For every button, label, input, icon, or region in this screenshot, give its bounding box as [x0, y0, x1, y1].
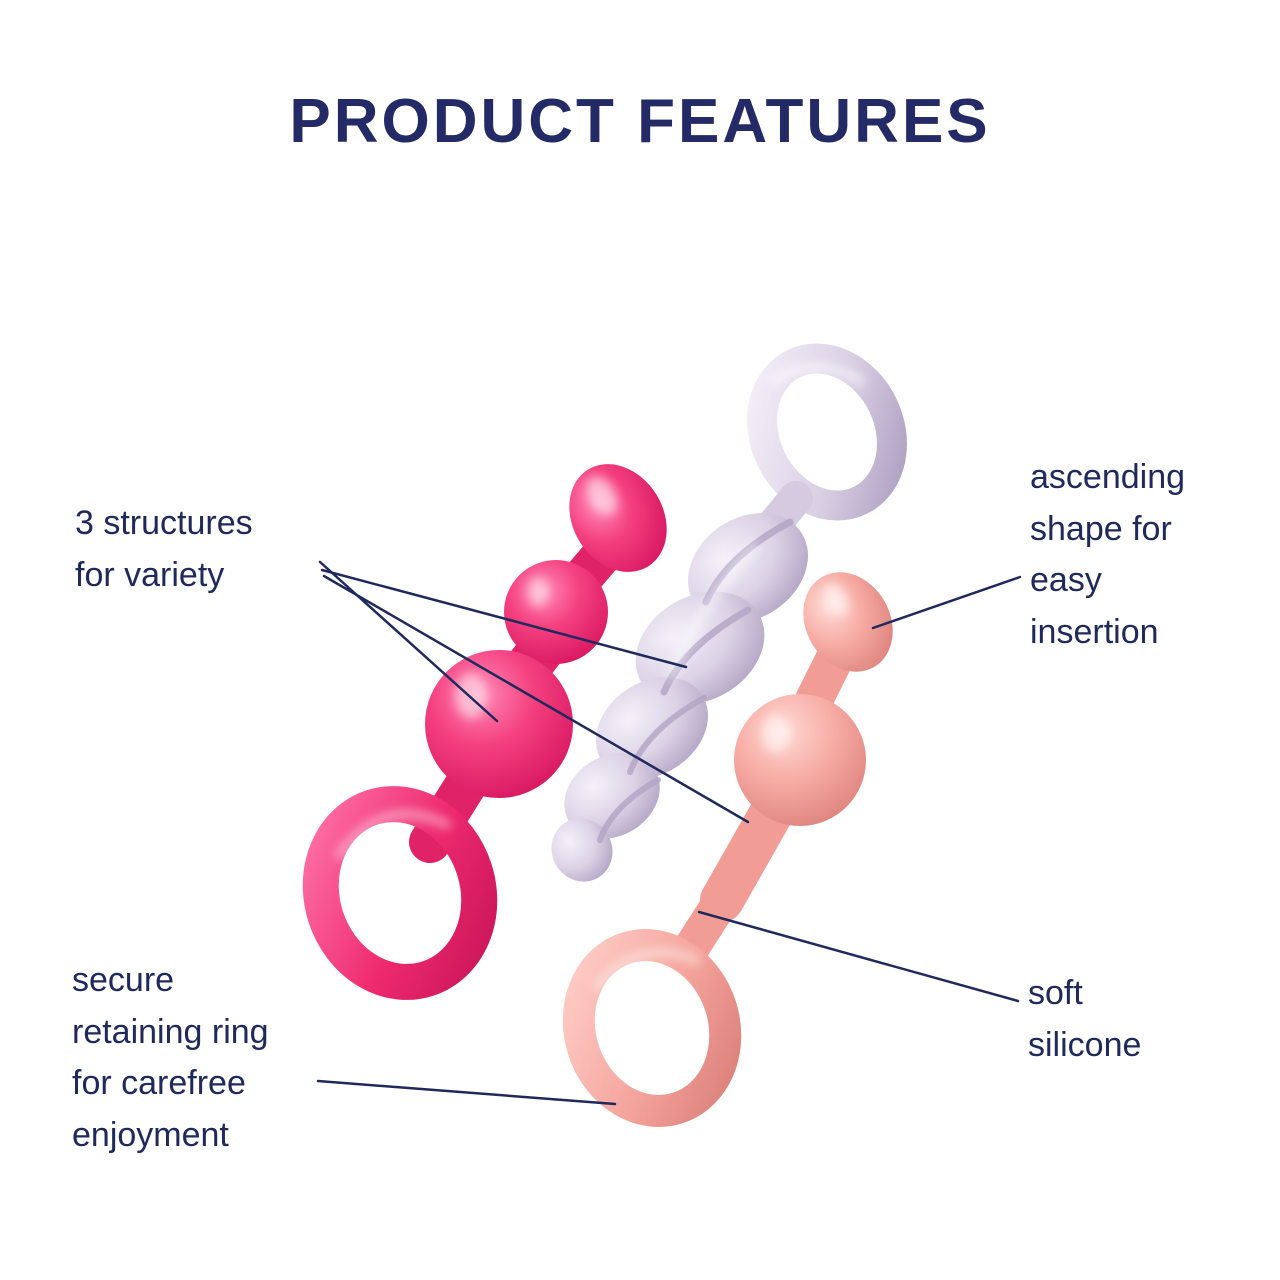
highlight — [769, 363, 867, 388]
callout-lines — [316, 560, 1022, 1106]
spiral-groove — [627, 695, 707, 775]
callout-line-structures-rose — [322, 574, 750, 824]
rose-large-bead — [734, 694, 866, 826]
annotation-ascending-shape: ascending shape for easy insertion — [1030, 458, 1186, 652]
annotation-soft-silicone: soft silicone — [1028, 974, 1142, 1064]
lilac-retaining-ring — [747, 343, 907, 521]
highlight — [665, 540, 760, 682]
rose-plug-graphic — [562, 572, 893, 1127]
highlight — [334, 809, 453, 861]
spiral-groove — [597, 777, 661, 843]
pink-retaining-ring — [302, 786, 498, 1000]
annotation-retaining-ring: secure retaining ring for carefree enjoy… — [72, 961, 269, 1155]
annotation-3-structures: 3 structures for variety — [75, 504, 253, 594]
spiral-groove — [660, 606, 752, 696]
lilac-spiral-tip — [551, 818, 613, 882]
callout-line-structures-pink — [318, 560, 499, 723]
rose-stem — [672, 882, 740, 968]
highlight — [823, 584, 849, 616]
highlight — [762, 715, 790, 753]
callout-line-soft-silicone — [697, 910, 1020, 1003]
callout-line-retaining-ring — [316, 1079, 617, 1106]
pink-plug-graphic — [302, 464, 667, 1000]
highlight — [527, 577, 549, 607]
lilac-spiral-lobe — [564, 753, 660, 839]
page-title: PRODUCT FEATURES — [289, 87, 991, 156]
pink-middle-bead — [504, 560, 608, 664]
rose-retaining-ring — [562, 929, 742, 1127]
pink-large-bead — [425, 650, 573, 798]
highlight — [586, 476, 618, 516]
lilac-plug-graphic — [551, 343, 907, 882]
callout-line-structures-lilac — [320, 568, 688, 669]
highlight — [592, 947, 702, 991]
callout-line-ascending — [871, 575, 1022, 630]
